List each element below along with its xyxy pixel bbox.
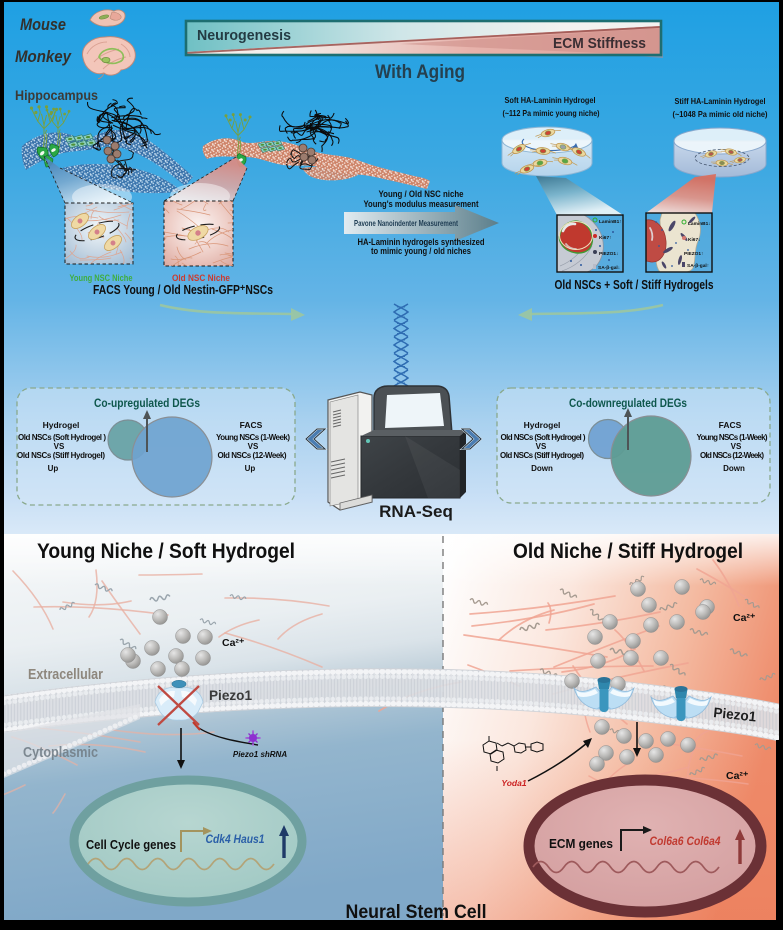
svg-text:FACS: FACS [240,420,263,430]
svg-text:Neurogenesis: Neurogenesis [197,28,291,44]
svg-text:Ca²⁺: Ca²⁺ [222,637,245,649]
svg-text:SA-β-gal↓: SA-β-gal↓ [598,265,620,271]
svg-text:VS: VS [248,442,259,451]
svg-text:Hydrogel: Hydrogel [524,420,561,430]
svg-text:Extracellular: Extracellular [28,667,103,683]
svg-text:Ca²⁺: Ca²⁺ [733,612,756,624]
svg-text:Co-downregulated DEGs: Co-downregulated DEGs [569,396,687,410]
svg-text:LaminB1↑: LaminB1↑ [599,219,622,225]
svg-text:Up: Up [48,464,59,473]
svg-text:Neural Stem Cell: Neural Stem Cell [346,902,487,923]
svg-text:Ki67↑: Ki67↑ [599,235,612,241]
svg-text:FACS: FACS [719,420,742,430]
svg-text:Piezo1: Piezo1 [713,704,758,724]
svg-text:Soft HA-Laminin Hydrogel: Soft HA-Laminin Hydrogel [505,95,596,105]
svg-text:ECM genes: ECM genes [549,837,613,851]
svg-text:(~112 Pa mimic young niche): (~112 Pa mimic young niche) [503,108,600,118]
svg-text:Cell Cycle genes: Cell Cycle genes [86,838,176,852]
svg-text:Old Niche / Stiff Hydrogel: Old Niche / Stiff Hydrogel [513,540,743,563]
svg-text:PIEZO1↓: PIEZO1↓ [599,251,618,257]
svg-text:Hippocampus: Hippocampus [15,87,98,103]
svg-text:Young's modulus measurement: Young's modulus measurement [364,199,479,209]
svg-text:Up: Up [245,464,256,473]
svg-text:Old NSCs (Stiff Hydrogel): Old NSCs (Stiff Hydrogel) [500,451,584,460]
svg-text:VS: VS [536,442,547,451]
svg-text:Pavone Nanoindenter Measuremen: Pavone Nanoindenter Measurement [354,218,458,228]
svg-text:Old NSCs (Soft Hydrogel ): Old NSCs (Soft Hydrogel ) [501,433,586,442]
svg-text:HA-Laminin hydrogels synthesiz: HA-Laminin hydrogels synthesized [358,237,485,247]
svg-text:Old NSCs (12-Week): Old NSCs (12-Week) [218,451,287,460]
svg-text:Old NSC Niche: Old NSC Niche [172,273,230,283]
svg-text:Down: Down [531,464,553,473]
svg-text:Ca²⁺: Ca²⁺ [726,770,749,782]
svg-text:Monkey: Monkey [15,48,72,66]
svg-text:Young / Old NSC niche: Young / Old NSC niche [379,189,464,199]
svg-text:Cdk4 Haus1: Cdk4 Haus1 [206,834,265,846]
svg-text:SA-β-gal↑: SA-β-gal↑ [687,263,709,269]
svg-text:Hydrogel: Hydrogel [43,420,80,430]
svg-text:Piezo1 shRNA: Piezo1 shRNA [233,750,287,759]
svg-text:Down: Down [723,464,745,473]
svg-text:Young Niche / Soft Hydrogel: Young Niche / Soft Hydrogel [37,540,295,563]
svg-text:LaminB1↓: LaminB1↓ [688,221,711,227]
svg-text:FACS Young / Old Nestin-GFP⁺N: FACS Young / Old Nestin-GFP⁺NSCs [93,282,273,297]
svg-text:VS: VS [731,442,742,451]
svg-text:Old NSCs + Soft / Stiff Hydrog: Old NSCs + Soft / Stiff Hydrogels [555,277,714,292]
svg-text:Cytoplasmic: Cytoplasmic [23,745,98,761]
svg-text:Col6a6 Col6a4: Col6a6 Col6a4 [650,836,722,848]
svg-text:Young NSC Niche: Young NSC Niche [70,273,133,283]
svg-text:Co-upregulated DEGs: Co-upregulated DEGs [94,396,200,410]
svg-text:Old NSCs (12-Week): Old NSCs (12-Week) [700,451,764,460]
svg-text:Piezo1: Piezo1 [209,687,252,703]
svg-text:(~1048 Pa mimic old niche): (~1048 Pa mimic old niche) [673,109,768,119]
svg-text:Old NSCs (Soft Hydrogel ): Old NSCs (Soft Hydrogel ) [18,433,106,442]
svg-text:VS: VS [54,442,65,451]
svg-text:Stiff HA-Laminin Hydrogel: Stiff HA-Laminin Hydrogel [675,96,766,106]
svg-text:PIEZO1↑: PIEZO1↑ [684,251,703,257]
svg-text:to mimic young / old niches: to mimic young / old niches [371,246,471,256]
svg-text:Mouse: Mouse [20,16,66,34]
svg-text:Old NSCs (Stiff Hydrogel): Old NSCs (Stiff Hydrogel) [17,451,105,460]
svg-text:Young NSCs (1-Week): Young NSCs (1-Week) [697,433,768,442]
svg-text:Young NSCs (1-Week): Young NSCs (1-Week) [216,433,290,442]
svg-text:RNA-Seq: RNA-Seq [379,502,453,521]
svg-text:With Aging: With Aging [375,62,465,83]
svg-text:ECM Stiffness: ECM Stiffness [553,36,646,52]
svg-text:Ki67↓: Ki67↓ [688,237,701,243]
svg-text:Yoda1: Yoda1 [501,778,526,788]
